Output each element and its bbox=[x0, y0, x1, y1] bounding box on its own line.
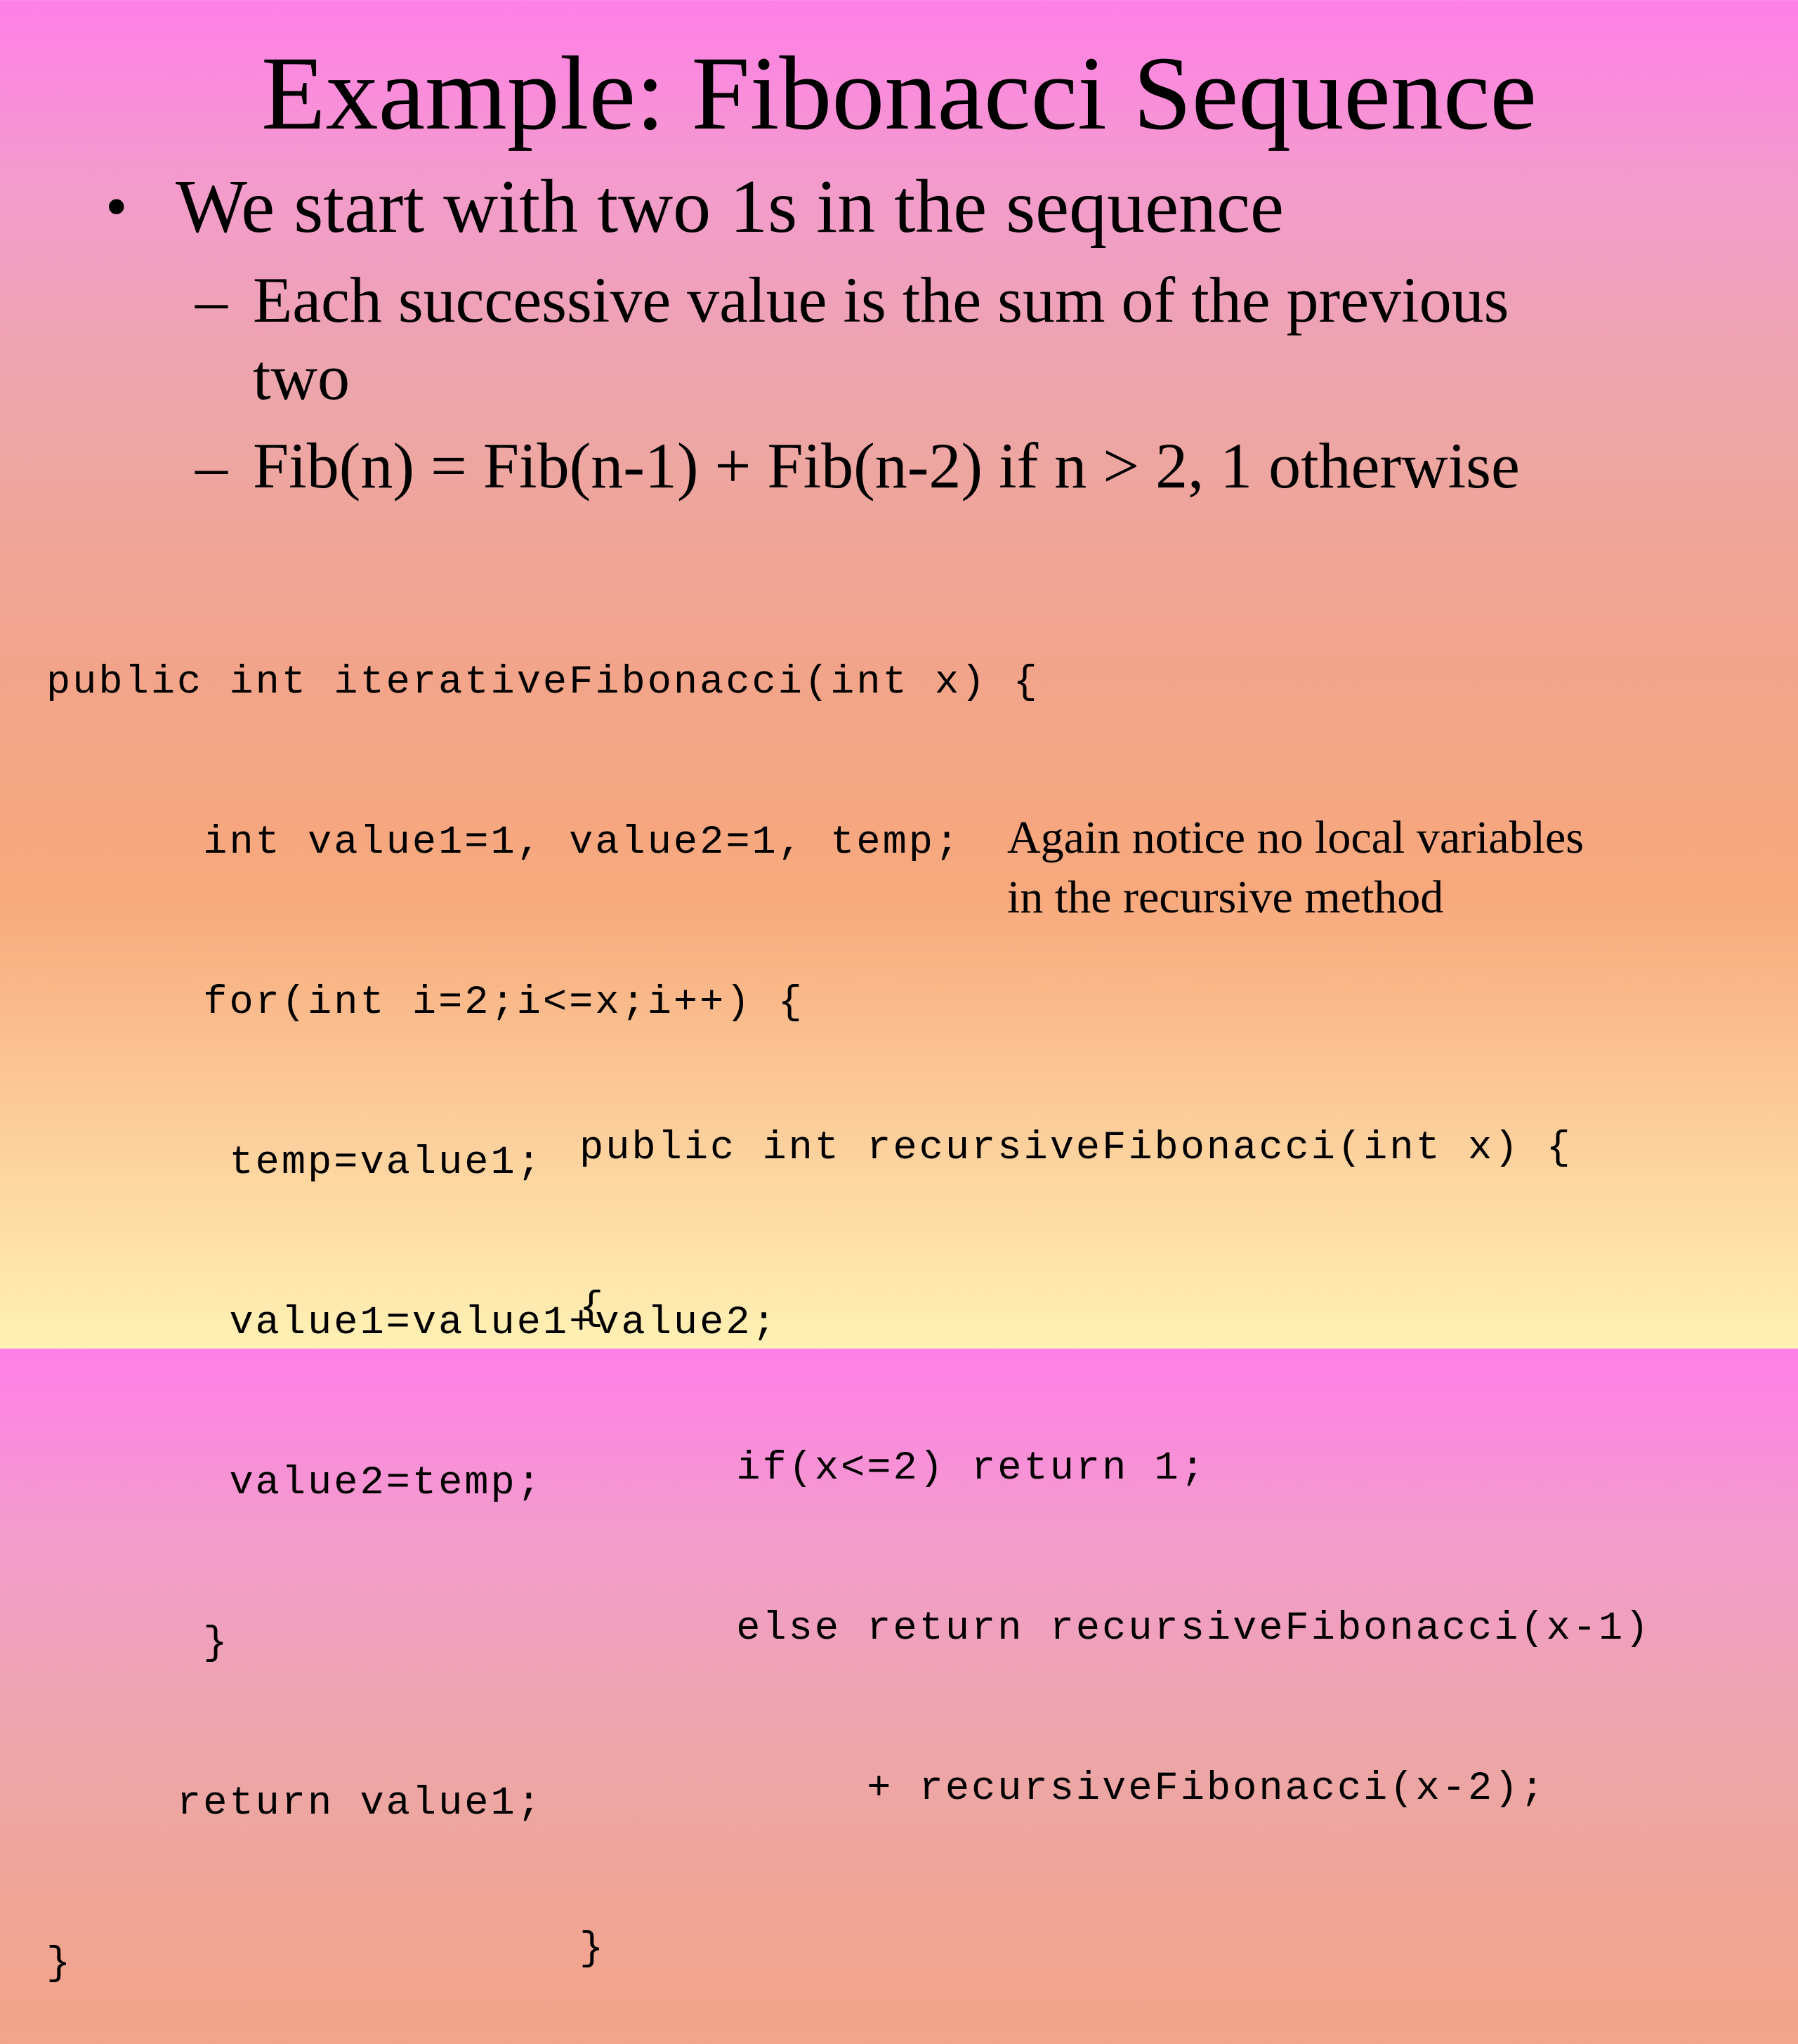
bullet-marker: • bbox=[105, 172, 128, 242]
code-line: else return recursiveFibonacci(x-1) bbox=[579, 1606, 1651, 1651]
note-line: in the recursive method bbox=[1007, 872, 1444, 923]
code-line: for(int i=2;i<=x;i++) { bbox=[46, 981, 804, 1026]
sub-bullet-sum-continuation: two bbox=[253, 341, 350, 413]
slide-title: Example: Fibonacci Sequence bbox=[261, 35, 1537, 152]
code-line: if(x<=2) return 1; bbox=[579, 1446, 1207, 1491]
code-line: value1=value1+value2; bbox=[46, 1301, 778, 1346]
code-line: temp=value1; bbox=[46, 1141, 543, 1186]
sub-bullet-dash: – bbox=[195, 430, 228, 502]
code-line: int value1=1, value2=1, temp; bbox=[46, 820, 962, 865]
note-line: Again notice no local variables bbox=[1007, 812, 1584, 863]
code-line: } bbox=[579, 1927, 606, 1972]
recursive-code-block: public int recursiveFibonacci(int x) { {… bbox=[579, 1015, 1651, 2029]
code-line: public int iterativeFibonacci(int x) { bbox=[46, 660, 1039, 705]
sub-bullet-text: Fib(n) = Fib(n-1) + Fib(n-2) if n > 2, 1… bbox=[253, 430, 1520, 502]
sub-bullet-dash: – bbox=[195, 264, 228, 336]
code-line: { bbox=[579, 1286, 606, 1331]
code-line: + recursiveFibonacci(x-2); bbox=[579, 1767, 1547, 1812]
recursion-note: Again notice no local variables in the r… bbox=[1007, 808, 1584, 927]
bullet-text: We start with two 1s in the sequence bbox=[176, 165, 1284, 249]
code-line: public int recursiveFibonacci(int x) { bbox=[579, 1126, 1573, 1171]
sub-bullet-text: Each successive value is the sum of the … bbox=[253, 264, 1509, 336]
